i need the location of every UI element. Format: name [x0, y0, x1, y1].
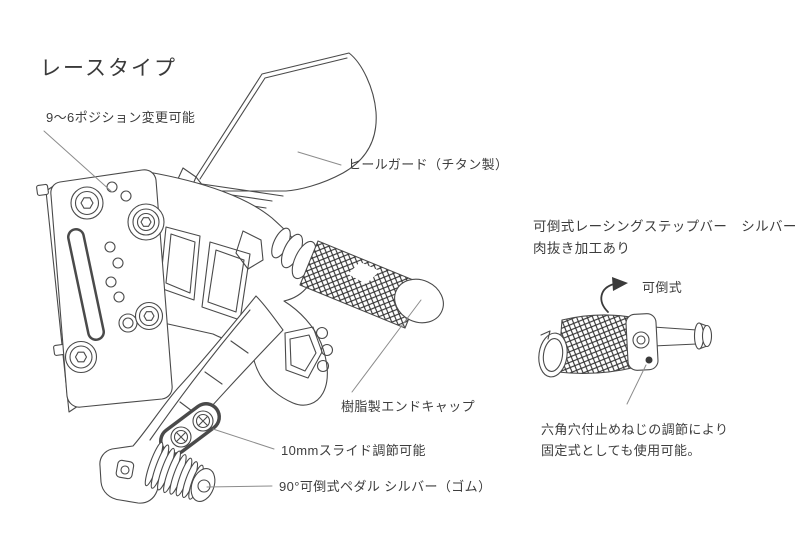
label-slide-adjust: 10mmスライド調節可能 — [281, 443, 426, 458]
footpeg-shape — [299, 240, 444, 329]
peg-shaft — [652, 326, 698, 347]
leader-position-adjust — [43, 130, 113, 193]
label-foldable: 可倒式 — [642, 280, 683, 295]
side-heading-line2: 肉抜き加工あり — [533, 241, 631, 256]
slide-slot — [159, 402, 221, 456]
set-screw — [645, 356, 653, 364]
leader-pedal — [206, 485, 273, 488]
label-end-cap: 樹脂製エンドキャップ — [341, 399, 476, 414]
socket-bolt-bottom-left — [64, 340, 98, 374]
leader-end-cap — [351, 299, 422, 393]
pedal-arm-shape — [99, 295, 284, 504]
socket-bolt-middle — [118, 301, 164, 333]
heel-guard-shape — [176, 52, 377, 209]
socket-bolt-top-left — [70, 186, 104, 220]
foldable-peg-drawing — [538, 313, 713, 378]
footpeg-collar — [271, 227, 317, 280]
plate-slot — [67, 228, 105, 341]
label-pedal: 90°可倒式ペダル シルバー（ゴム） — [279, 479, 492, 494]
label-heel-guard: ヒールガード（チタン製） — [348, 157, 509, 172]
side-note-line1: 六角穴付止めねじの調節により — [541, 422, 729, 437]
page-title: レースタイプ — [40, 57, 177, 80]
peg-end-cap — [538, 332, 568, 378]
mount-plate-shape — [36, 169, 173, 413]
shaft-bolt-head — [693, 322, 713, 350]
end-cap-shape — [394, 278, 444, 324]
side-note-line2: 固定式としても使用可能。 — [541, 443, 701, 458]
label-position-adjust: 9～6ポジション変更可能 — [46, 110, 196, 125]
leader-slide-adjust — [212, 428, 275, 450]
fold-direction-arrow — [600, 277, 628, 313]
pedal-rubber-shape — [144, 441, 216, 502]
pivot-bolt — [127, 203, 165, 241]
side-heading-line1: 可倒式レーシングステップバー シルバー — [533, 219, 797, 234]
leader-set-screw — [626, 364, 647, 405]
leader-heel-guard — [297, 151, 342, 166]
leader-lines — [43, 130, 647, 488]
